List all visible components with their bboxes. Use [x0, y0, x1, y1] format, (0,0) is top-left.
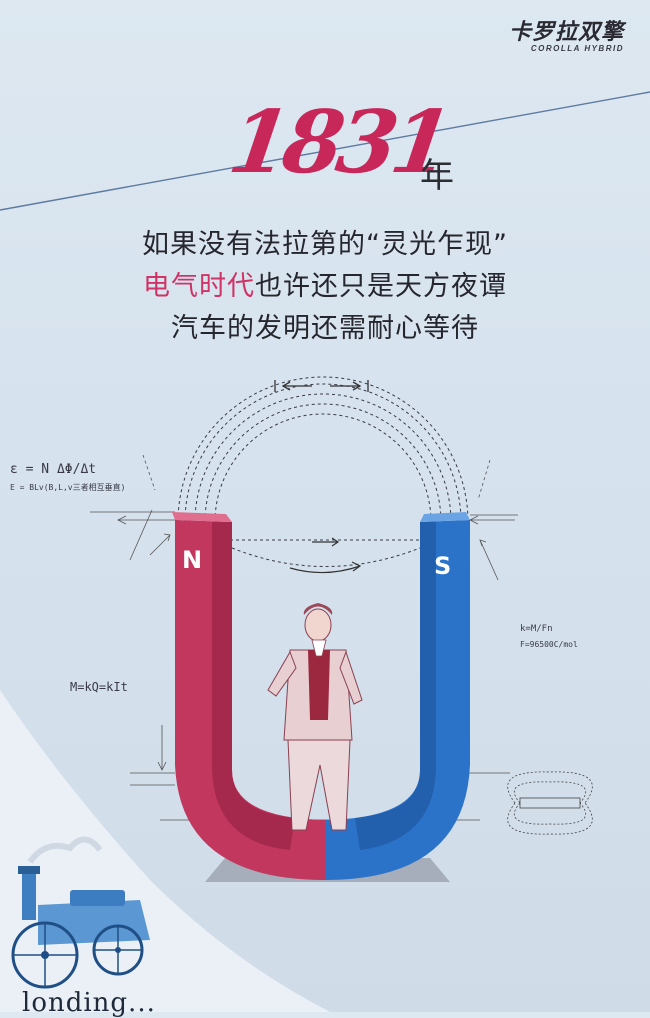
magnet-south-top — [420, 512, 470, 522]
width-arrow-icon — [274, 380, 369, 392]
faraday-figure-icon — [267, 603, 363, 831]
magnet-north-shade — [212, 522, 295, 850]
formula-emf-detail: E = BLv(B,L,v三者相互垂直) — [10, 483, 126, 492]
copy-line-1: 如果没有法拉第的“灵光乍现” — [142, 229, 508, 260]
copy-line-2-rest: 也许还只是天方夜谭 — [255, 271, 507, 302]
brand-subtitle: COROLLA HYBRID — [530, 44, 624, 53]
steam-car-illustration-icon — [11, 836, 150, 989]
brand-logo: 卡罗拉双擎 COROLLA HYBRID — [509, 14, 624, 53]
formula-mass: M=kQ=kIt — [70, 680, 128, 694]
loading-partial-text: londing... — [22, 988, 156, 1018]
magnetic-field-lines — [177, 376, 469, 567]
copy-line-3: 汽车的发明还需耐心等待 — [171, 313, 479, 344]
field-arrows — [289, 537, 362, 574]
copy-line-2: 电气时代也许还只是天方夜谭 — [0, 264, 650, 303]
brand-name: 卡罗拉双擎 — [508, 20, 624, 45]
formula-faraday-constant: F=96500C/mol — [520, 640, 578, 649]
headline-year: 1831 — [222, 92, 453, 193]
magnet-north-label: N — [182, 546, 203, 574]
copy-highlight: 电气时代 — [143, 271, 255, 302]
formula-faraday-k: k=M/Fn — [520, 624, 553, 634]
bar-magnet-field-sketch-icon — [507, 771, 593, 835]
magnet-north-top — [172, 512, 232, 522]
magnet-south-shade — [355, 522, 436, 850]
magnet-south-label: S — [434, 552, 452, 580]
headline-year-unit: 年 — [420, 156, 454, 196]
formula-emf: ε = N ΔΦ/Δt — [10, 462, 97, 477]
diagonal-guide-line — [0, 91, 650, 211]
